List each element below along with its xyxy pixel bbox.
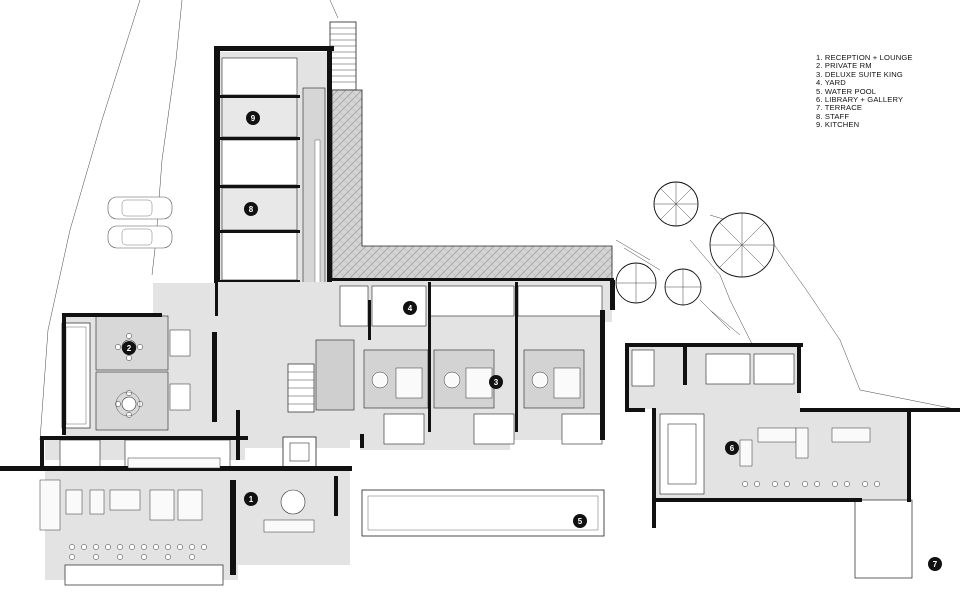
legend-item: 9. KITCHEN: [816, 120, 860, 130]
terrace: [908, 408, 960, 412]
legend-item: 4. YARD: [816, 78, 846, 88]
entry-stair: [329, 21, 357, 91]
main-building: [0, 278, 615, 586]
room-marker-8: 8: [244, 202, 258, 216]
svg-text:2: 2: [127, 344, 132, 353]
room-marker-9: 9: [246, 111, 260, 125]
room-marker-2: 2: [122, 341, 136, 355]
svg-text:6: 6: [730, 444, 735, 453]
library-gallery: [625, 343, 960, 579]
legend-item: 8. STAFF: [816, 111, 850, 121]
legend-item: 2. PRIVATE RM: [816, 61, 872, 71]
legend-item: 5. WATER POOL: [816, 86, 877, 96]
svg-text:1: 1: [249, 495, 254, 504]
room-legend: 1. RECEPTION + LOUNGE 2. PRIVATE RM 3. D…: [816, 53, 913, 130]
legend-item: 1. RECEPTION + LOUNGE: [816, 53, 913, 62]
svg-text:8: 8: [249, 205, 254, 214]
legend-item: 7. TERRACE: [816, 103, 863, 113]
svg-text:3: 3: [494, 378, 499, 387]
room-marker-3: 3: [489, 375, 503, 389]
svg-text:7: 7: [933, 560, 938, 569]
room-marker-4: 4: [403, 301, 417, 315]
room-marker-5: 5: [573, 514, 587, 528]
legend-item: 6. LIBRARY + GALLERY: [816, 95, 904, 105]
parked-cars: [107, 196, 173, 249]
legend-item: 3. DELUXE SUITE KING: [816, 69, 903, 79]
furniture: [39, 333, 581, 560]
paved-yard-hatch: [331, 89, 613, 283]
room-marker-6: 6: [725, 441, 739, 455]
room-marker-1: 1: [244, 492, 258, 506]
svg-text:9: 9: [251, 114, 256, 123]
water-pool: [361, 489, 605, 537]
svg-text:5: 5: [578, 517, 583, 526]
staff-kitchen-wing: [214, 46, 334, 332]
room-marker-7: 7: [928, 557, 942, 571]
svg-text:4: 4: [408, 304, 413, 313]
trees: [615, 181, 775, 336]
